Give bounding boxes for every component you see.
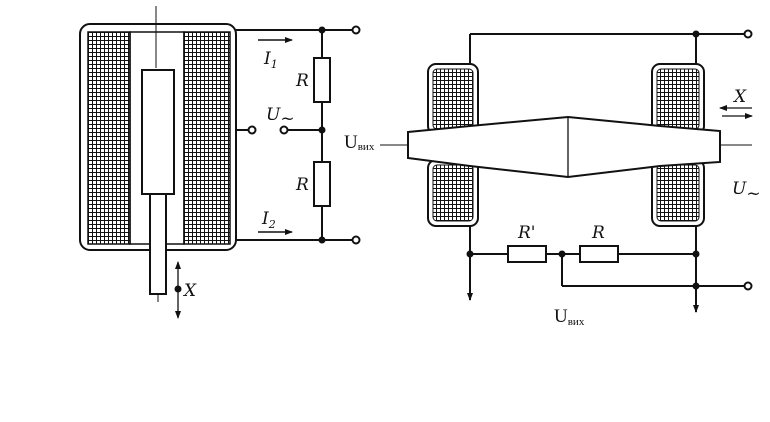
junction-resistors — [558, 250, 566, 258]
terminal-top-right — [351, 25, 361, 35]
terminal-bottom-right-2 — [743, 281, 753, 291]
resistor-bottom — [313, 161, 331, 207]
terminal-supply-mid — [279, 125, 289, 135]
resistor-bottom-label: R — [295, 175, 309, 195]
junction-right-bottom — [692, 250, 700, 258]
coil-winding-left — [87, 31, 131, 245]
junction-bottom — [318, 236, 326, 244]
junction-right-out — [692, 282, 700, 290]
plunger-rod — [149, 193, 167, 295]
resistor-r-label: R — [591, 223, 605, 243]
terminal-coil-mid — [247, 125, 257, 135]
left-wiring — [236, 25, 361, 245]
current-1-label: I1 — [263, 49, 278, 71]
coil-winding-right — [183, 31, 231, 245]
displacement-dot — [174, 285, 182, 293]
left-displacement-label: X — [182, 281, 197, 301]
supply-label: U~ — [266, 105, 295, 129]
right-differential-sensor — [380, 29, 753, 313]
right-displacement-label: X — [732, 87, 747, 107]
resistor-top-label: R — [295, 71, 309, 91]
resistor-r-prime — [507, 245, 547, 263]
left-solenoid-sensor — [79, 6, 237, 319]
resistor-r — [579, 245, 619, 263]
right-supply-label: U~ — [732, 179, 761, 204]
current-2-label: I2 — [261, 209, 276, 231]
output-voltage-center-label: Uвих — [344, 132, 375, 153]
junction-mid — [318, 126, 326, 134]
terminal-top-right-2 — [743, 29, 753, 39]
output-voltage-bottom-label: Uвих — [554, 306, 585, 328]
resistor-top — [313, 57, 331, 103]
junction-top — [318, 26, 326, 34]
plunger-core — [141, 69, 175, 195]
terminal-bottom-right — [351, 235, 361, 245]
armature-core — [407, 115, 721, 179]
junction-left-bottom — [466, 250, 474, 258]
junction-top-right — [692, 30, 700, 38]
resistor-r-prime-label: R' — [517, 223, 535, 243]
